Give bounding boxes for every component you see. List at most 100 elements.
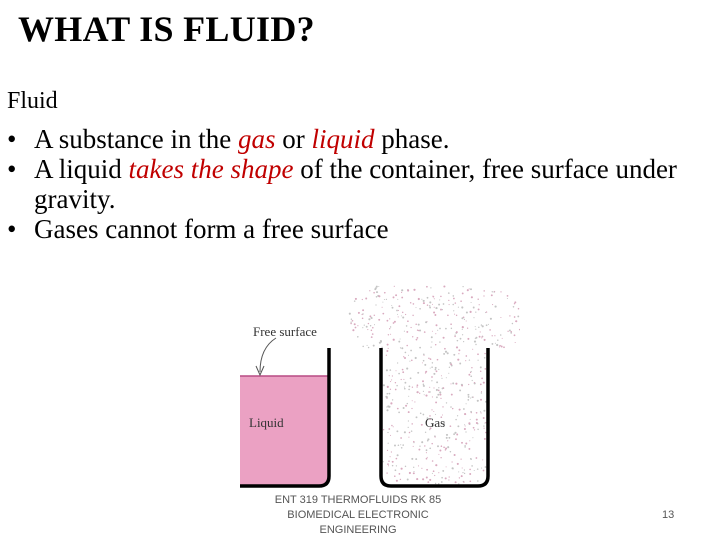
- gas-particle: [398, 411, 400, 414]
- gas-particle: [431, 380, 433, 382]
- gas-particle: [387, 347, 389, 349]
- gas-particle: [442, 469, 445, 472]
- bullet-text: A liquid takes the shape of the containe…: [34, 154, 677, 214]
- gas-particle: [362, 345, 364, 348]
- gas-particle: [487, 323, 489, 325]
- gas-particle: [442, 406, 444, 408]
- gas-particle: [399, 338, 401, 340]
- gas-particle: [416, 329, 419, 331]
- gas-particle: [396, 362, 399, 364]
- gas-particle: [367, 346, 370, 349]
- gas-particle: [387, 442, 389, 444]
- gas-particle: [367, 329, 369, 331]
- gas-particle: [401, 311, 404, 314]
- gas-particle: [513, 334, 516, 337]
- gas-particle: [401, 289, 404, 292]
- gas-particle: [462, 408, 465, 410]
- gas-particle: [398, 305, 401, 308]
- bullet-text: Gases cannot form a free surface: [34, 214, 389, 244]
- gas-particle: [438, 453, 440, 455]
- gas-particle: [476, 399, 479, 402]
- gas-particle: [448, 366, 451, 368]
- gas-particle: [389, 456, 391, 458]
- gas-particle: [421, 362, 423, 364]
- gas-particle: [437, 393, 440, 396]
- gas-particle: [385, 369, 388, 372]
- gas-particle: [392, 338, 395, 341]
- gas-particle: [463, 469, 466, 471]
- gas-particle: [491, 291, 494, 293]
- gas-particle: [511, 322, 514, 325]
- bullet-item-1: A substance in the gas or liquid phase.: [5, 124, 705, 154]
- gas-particle: [404, 351, 407, 354]
- gas-particle: [470, 410, 472, 413]
- gas-particle: [409, 360, 411, 362]
- gas-particle: [440, 308, 442, 311]
- gas-particle: [470, 288, 472, 291]
- gas-particle: [422, 390, 424, 392]
- gas-particle: [438, 368, 440, 371]
- gas-particle: [428, 391, 431, 393]
- gas-particle: [461, 441, 463, 444]
- gas-particle: [479, 398, 483, 401]
- gas-particle: [436, 358, 439, 361]
- gas-particle: [404, 313, 407, 316]
- gas-particle: [390, 402, 393, 405]
- gas-particle: [510, 330, 512, 333]
- gas-particle: [406, 402, 409, 405]
- gas-particle: [403, 378, 405, 380]
- gas-particle: [405, 404, 408, 407]
- gas-particle: [499, 334, 502, 336]
- gas-particle: [415, 416, 418, 419]
- gas-particle: [440, 457, 442, 459]
- gas-particle: [387, 431, 389, 434]
- gas-particle: [458, 353, 460, 355]
- gas-particle: [351, 319, 354, 322]
- gas-particle: [514, 301, 517, 304]
- gas-particle: [481, 337, 483, 339]
- gas-particle: [474, 326, 476, 328]
- gas-particle: [354, 326, 357, 329]
- gas-particle: [429, 367, 431, 369]
- gas-particle: [408, 388, 410, 391]
- gas-particle: [449, 451, 452, 453]
- slide-title: WHAT IS FLUID?: [18, 9, 315, 49]
- gas-particle: [484, 352, 486, 355]
- gas-particle: [500, 345, 503, 348]
- gas-particle: [454, 431, 457, 434]
- gas-particle: [412, 314, 414, 317]
- gas-particle: [429, 358, 432, 360]
- gas-particle: [509, 315, 511, 317]
- gas-particle: [485, 422, 487, 424]
- gas-particle: [470, 375, 473, 378]
- gas-particle: [394, 382, 397, 384]
- gas-particle: [450, 323, 452, 326]
- gas-particle: [464, 413, 467, 416]
- gas-particles: [348, 285, 521, 485]
- gas-particle: [437, 445, 439, 448]
- gas-particle: [408, 395, 410, 397]
- gas-particle: [438, 387, 440, 389]
- gas-particle: [391, 460, 394, 463]
- gas-particle: [482, 459, 484, 461]
- gas-particle: [496, 343, 499, 347]
- gas-particle: [396, 309, 398, 312]
- gas-particle: [434, 344, 437, 346]
- gas-particle: [482, 335, 484, 337]
- gas-particle: [402, 316, 405, 319]
- gas-particle: [400, 437, 402, 439]
- gas-particle: [461, 328, 463, 330]
- gas-particle: [466, 289, 469, 292]
- gas-particle: [391, 375, 394, 377]
- gas-particle: [461, 467, 463, 469]
- gas-particle: [429, 391, 431, 393]
- gas-particle: [454, 313, 456, 315]
- gas-particle: [432, 295, 435, 298]
- gas-particle: [515, 320, 518, 323]
- gas-particle: [417, 297, 420, 301]
- gas-particle: [419, 392, 421, 394]
- gas-particle: [429, 386, 431, 388]
- gas-particle: [478, 335, 481, 338]
- gas-particle: [362, 327, 364, 329]
- gas-particle: [517, 315, 520, 318]
